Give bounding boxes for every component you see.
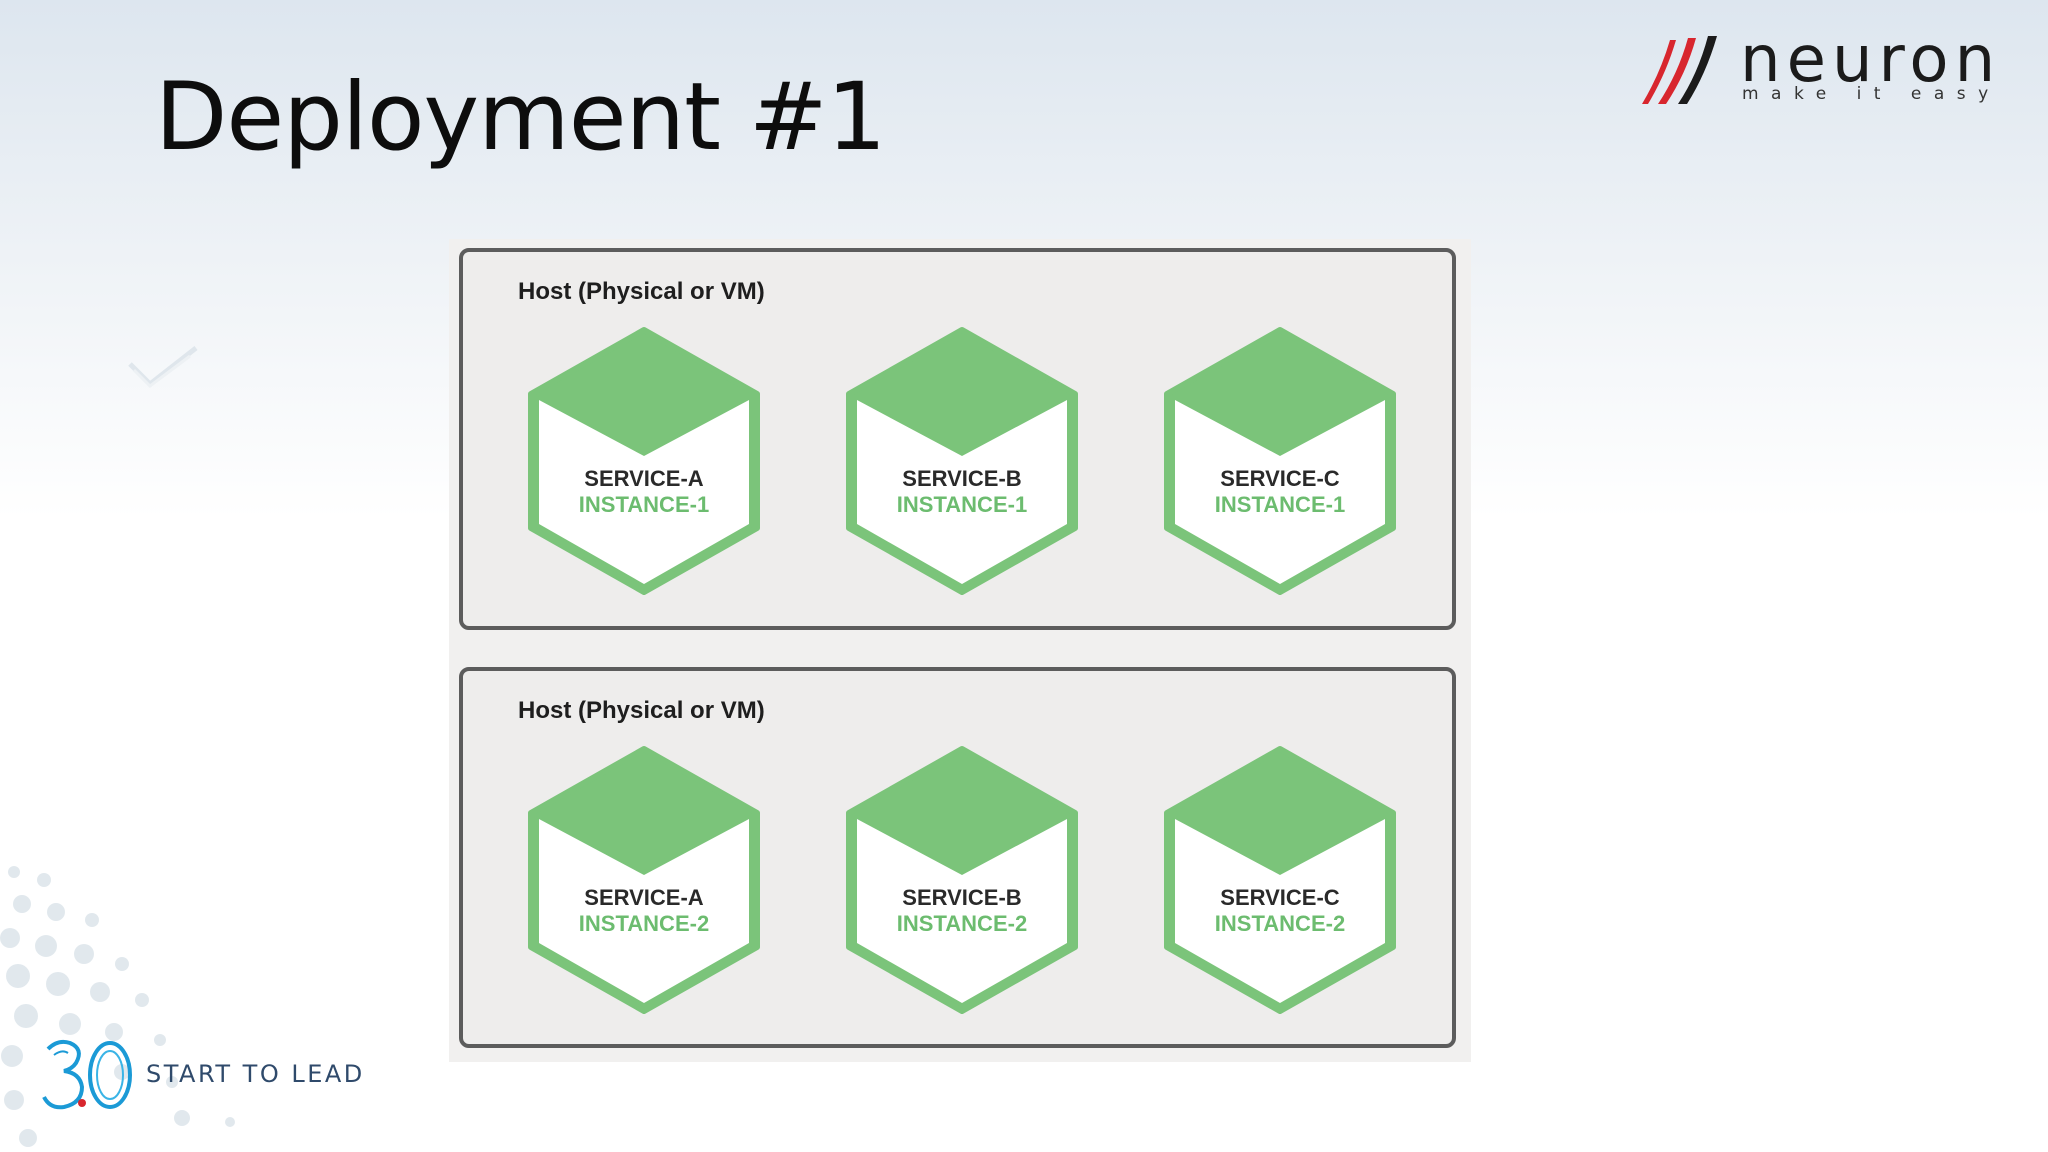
logo-slashes-icon: [1642, 36, 1717, 104]
hexagon-shape-icon: [1164, 746, 1396, 1014]
hexagon-shape-icon: [528, 327, 760, 595]
hexagon-shape-icon: [846, 327, 1078, 595]
service-name: SERVICE-C: [1220, 885, 1340, 910]
service-name: SERVICE-A: [584, 466, 704, 491]
hexagon-shape-icon: [846, 746, 1078, 1014]
hexagon-shape-icon: [528, 746, 760, 1014]
logo-tagline: make it easy: [1742, 84, 2001, 104]
start-to-lead-tagline: START TO LEAD: [146, 1060, 365, 1088]
instance-name: INSTANCE-2: [578, 911, 710, 936]
instance-name: INSTANCE-1: [1214, 492, 1346, 517]
service-name: SERVICE-A: [584, 885, 704, 910]
slide-title: Deployment #1: [155, 63, 886, 172]
thirty-years-badge-icon: [42, 1039, 132, 1110]
service-name: SERVICE-B: [902, 885, 1022, 910]
hexagon-shape-icon: [1164, 327, 1396, 595]
checkmark-decoration-icon: [128, 346, 198, 388]
instance-name: INSTANCE-2: [1214, 911, 1346, 936]
dot-pattern-decoration: [0, 866, 235, 1147]
instance-name: INSTANCE-1: [578, 492, 710, 517]
logo-wordmark: neuron: [1740, 23, 2002, 97]
instance-name: INSTANCE-2: [896, 911, 1028, 936]
host-label: Host (Physical or VM): [518, 697, 765, 724]
service-name: SERVICE-B: [902, 466, 1022, 491]
service-name: SERVICE-C: [1220, 466, 1340, 491]
neuron-logo: neuron make it easy: [1640, 23, 2012, 110]
instance-name: INSTANCE-1: [896, 492, 1028, 517]
host-label: Host (Physical or VM): [518, 278, 765, 305]
